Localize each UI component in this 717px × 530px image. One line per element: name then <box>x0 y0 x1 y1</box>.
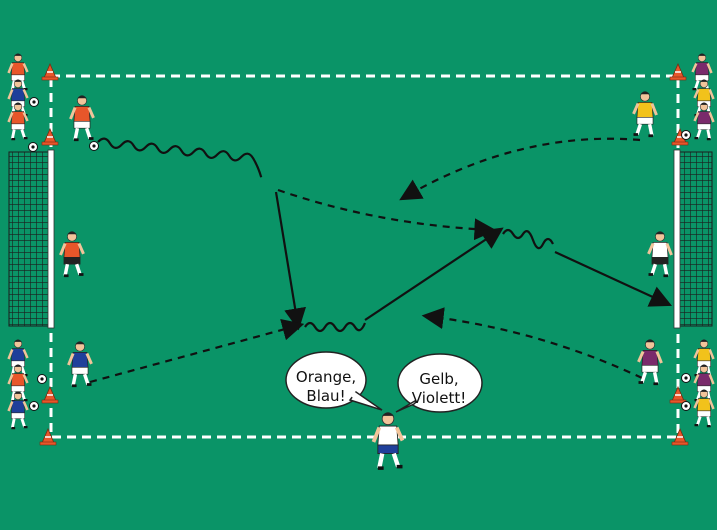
player-icon <box>67 341 93 388</box>
dribble-path <box>304 321 367 333</box>
player-icon <box>693 364 715 403</box>
ball-icon <box>89 141 99 151</box>
cone-icon <box>669 62 687 81</box>
cone-icon <box>39 427 57 446</box>
ball-icon <box>681 373 691 383</box>
dribble-path <box>97 137 263 178</box>
shot-path <box>554 251 672 307</box>
cone-icon <box>41 385 59 404</box>
player-icon <box>693 339 715 378</box>
pass-path <box>399 137 641 201</box>
coach-icon <box>371 412 405 470</box>
cone-icon <box>41 62 59 81</box>
cone-icon <box>671 427 689 446</box>
player-icon <box>69 95 95 142</box>
goal-icon <box>673 149 713 329</box>
player-icon <box>7 391 29 430</box>
player-icon <box>7 102 29 141</box>
pass-path <box>277 188 497 241</box>
goal-icon <box>8 149 55 329</box>
dribble-path <box>502 228 554 250</box>
ball-icon <box>29 401 39 411</box>
pass-path <box>89 318 305 384</box>
goalkeeper-icon <box>59 231 85 278</box>
run-path <box>274 191 307 331</box>
callout-bubble <box>395 353 483 413</box>
player-icon <box>693 389 715 428</box>
pass-path <box>421 307 643 379</box>
ball-icon <box>37 374 47 384</box>
ball-icon <box>29 97 39 107</box>
player-icon <box>693 102 715 141</box>
player-icon <box>7 364 29 403</box>
callout-bubble <box>285 351 383 411</box>
ball-icon <box>681 130 691 140</box>
cone-icon <box>41 127 59 146</box>
ball-icon <box>28 142 38 152</box>
pass-path <box>364 227 504 321</box>
goalkeeper-icon <box>647 231 673 278</box>
player-icon <box>632 91 658 138</box>
player-icon <box>637 339 663 386</box>
ball-icon <box>681 401 691 411</box>
player-icon <box>691 53 713 92</box>
player-icon <box>7 339 29 378</box>
